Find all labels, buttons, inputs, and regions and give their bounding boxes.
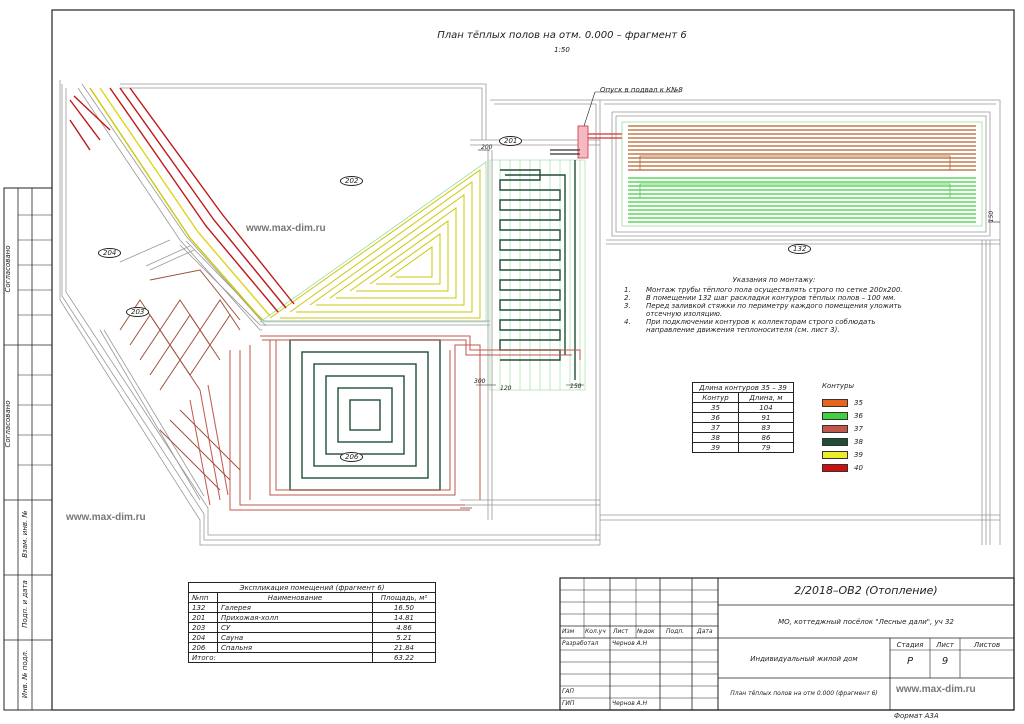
stamp-role: Разработал — [562, 640, 599, 647]
sheet-format: Формат А3А — [894, 712, 939, 720]
plan-scale: 1:50 — [554, 46, 570, 54]
stage-header: Стадия — [896, 641, 924, 649]
legend-item: 40 — [822, 461, 882, 474]
room-tag-201: 201 — [499, 136, 523, 146]
room-tag-132: 132 — [788, 244, 812, 254]
legend-label: 39 — [854, 450, 863, 459]
contours-legend: Контуры 35 36 37 38 39 40 — [822, 382, 882, 474]
loop-39 — [259, 161, 487, 323]
stamp-col-header: Кол.уч — [585, 628, 606, 635]
explication-table: Экспликация помещений (фрагмент 6) №пп Н… — [188, 582, 436, 663]
table-row-total: Итого:63.22 — [188, 652, 436, 663]
stamp-object: Индивидуальный жилой дом — [750, 655, 858, 663]
note-item: 1.Монтаж трубы тёплого пола осуществлять… — [624, 286, 903, 294]
note-item: 2.В помещении 132 шаг раскладки контуров… — [624, 294, 896, 302]
legend-label: 37 — [854, 424, 863, 433]
stamp-role: ГИП — [562, 700, 575, 707]
stamp-role: ГАП — [562, 688, 574, 695]
dimension-label: 120 — [500, 385, 512, 392]
note-item: 3.Перед заливкой стяжки по периметру каж… — [624, 302, 902, 318]
legend-label: 35 — [854, 398, 863, 407]
legend-swatch — [822, 411, 848, 420]
legend-label: 40 — [854, 463, 863, 472]
collector-riser — [550, 91, 680, 159]
stage-value: Р — [906, 656, 914, 667]
room-tag-206: 206 — [340, 452, 364, 462]
dimension-label: 300 — [474, 378, 486, 385]
loop-37-206 — [189, 335, 581, 511]
legend-item: 37 — [822, 422, 882, 435]
riser-leader-label: Опуск в подвал к К№8 — [600, 86, 683, 94]
legend-swatch — [822, 450, 848, 459]
stamp-col-header: Изм — [562, 628, 575, 635]
note-item: 4.При подключении контуров к коллекторам… — [624, 318, 876, 334]
plan-title: План тёплых полов на отм. 0.000 – фрагме… — [437, 30, 687, 41]
feed-lines — [69, 87, 295, 321]
notes-title: Указания по монтажу: — [732, 276, 816, 284]
stamp-sheet-title: План тёплых полов на отм 0.000 (фрагмент… — [730, 690, 878, 697]
stamp-col-header: Лист — [613, 628, 629, 635]
sheet-number: 9 — [941, 656, 949, 667]
legend-swatch — [822, 463, 848, 472]
stamp-code: 2/2018–ОВ2 (Отопление) — [794, 584, 938, 597]
dimension-label: 150 — [570, 383, 582, 390]
legend-item: 35 — [822, 396, 882, 409]
room-tag-204: 204 — [98, 248, 122, 258]
stamp-name: Чернов А.Н — [612, 700, 648, 707]
loop-35-36-132 — [621, 121, 983, 227]
legend-item: 38 — [822, 435, 882, 448]
legend-swatch — [822, 398, 848, 407]
legend-item: 36 — [822, 409, 882, 422]
legend-item: 39 — [822, 448, 882, 461]
stamp-name: Чернов А.Н — [612, 640, 648, 647]
stamp-col-header: №док — [637, 628, 655, 635]
stage-header: Лист — [936, 641, 954, 649]
loop-37-203 — [119, 269, 241, 491]
legend-label: 36 — [854, 411, 863, 420]
stage-header: Листов — [973, 641, 1001, 649]
room-tag-203: 203 — [126, 307, 150, 317]
stamp-col-header: Подп. — [666, 628, 685, 635]
stamp-project: МО, коттеджный посёлок "Лесные дали", уч… — [778, 618, 954, 626]
legend-swatch — [822, 424, 848, 433]
watermark: www.max-dim.ru — [66, 512, 146, 523]
dimension-marks — [460, 149, 1000, 509]
legend-swatch — [822, 437, 848, 446]
building-walls — [59, 80, 1001, 546]
room-tag-202: 202 — [340, 176, 364, 186]
installation-notes: Указания по монтажу: 1.Монтаж трубы тёпл… — [624, 276, 924, 334]
watermark: www.max-dim.ru — [246, 223, 326, 234]
legend-title: Контуры — [822, 382, 855, 390]
dimension-label: 200 — [481, 144, 493, 151]
loop-38 — [499, 160, 576, 380]
legend-label: 38 — [854, 437, 863, 446]
watermark: www.max-dim.ru — [896, 684, 976, 695]
stamp-col-header: Дата — [697, 628, 713, 635]
